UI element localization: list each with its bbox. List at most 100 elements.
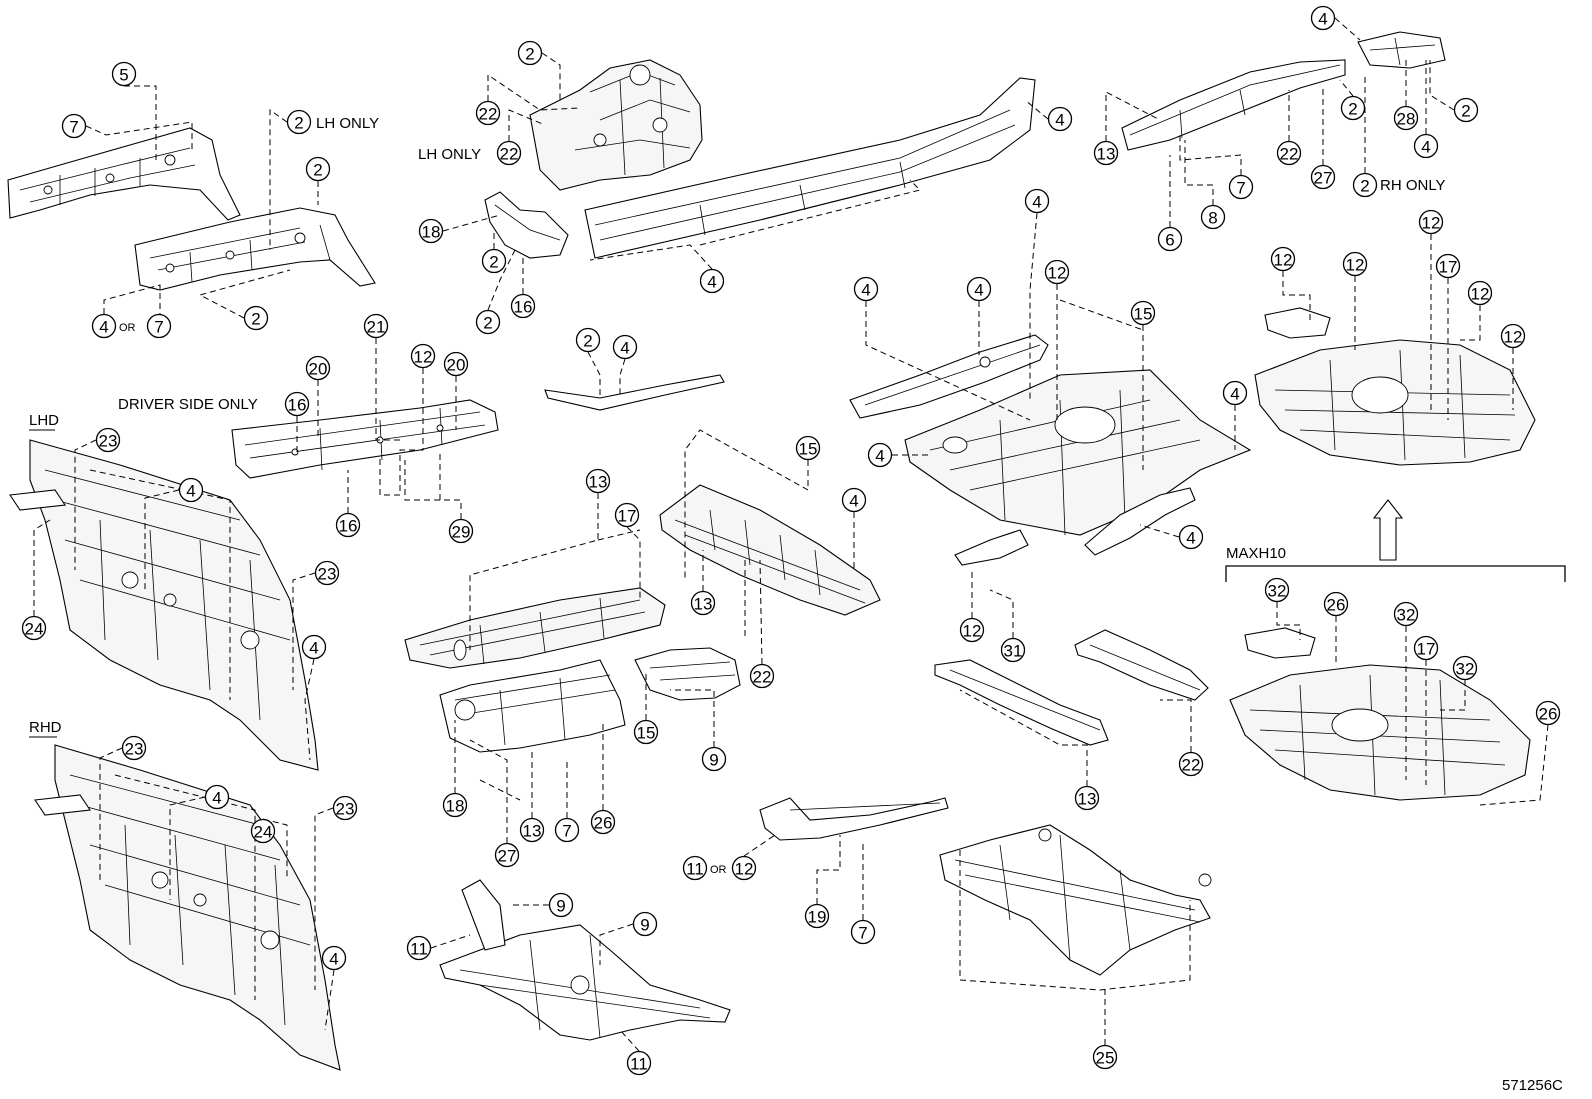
small-floor-bracket (954, 529, 1029, 566)
callout-2: 2 (481, 248, 507, 274)
front-side-member-extension (7, 127, 241, 221)
callout-12: 12 (731, 855, 757, 881)
callout-13: 13 (1093, 140, 1119, 166)
callout-9: 9 (632, 911, 658, 937)
callout-32: 32 (1452, 655, 1478, 681)
callout-label: 32 (1456, 660, 1475, 679)
callout-18: 18 (418, 218, 444, 244)
callout-26: 26 (1323, 591, 1349, 617)
callout-7: 7 (850, 919, 876, 945)
callout-20: 20 (443, 351, 469, 377)
callout-label: 12 (1346, 256, 1365, 275)
callout-7: 7 (554, 817, 580, 843)
callout-16: 16 (335, 512, 361, 538)
callout-label: 23 (318, 565, 337, 584)
callout-label: 15 (1134, 305, 1153, 324)
callout-4: 4 (853, 276, 879, 302)
callout-label: 5 (119, 66, 128, 85)
callout-12: 12 (1500, 323, 1526, 349)
callout-12: 12 (1044, 259, 1070, 285)
callout-label: 17 (1439, 258, 1458, 277)
label-lhd: LHD (29, 412, 59, 429)
callout-label: 11 (686, 860, 704, 879)
callout-18: 18 (442, 792, 468, 818)
callout-label: 11 (630, 1055, 648, 1074)
callout-2: 2 (1453, 97, 1479, 123)
callout-28: 28 (1393, 105, 1419, 131)
callout-label: 15 (799, 440, 818, 459)
callout-4: 4 (699, 268, 725, 294)
callout-23: 23 (332, 795, 358, 821)
callout-label: 4 (1032, 193, 1041, 212)
callout-label: 22 (479, 105, 498, 124)
callout-label: 11 (410, 940, 428, 959)
callout-2: 2 (243, 305, 269, 331)
callout-11: 11 (682, 855, 708, 881)
callout-label: 4 (849, 492, 858, 511)
callout-label: 28 (1397, 110, 1416, 129)
callout-13: 13 (519, 817, 545, 843)
callout-label: 2 (489, 253, 498, 272)
callout-21: 21 (363, 313, 389, 339)
callout-27: 27 (1310, 164, 1336, 190)
callout-label: 25 (1096, 1049, 1115, 1068)
callout-label: 4 (212, 789, 221, 808)
callout-label: 12 (1471, 285, 1490, 304)
note-lh-only-top: LH ONLY (316, 115, 379, 132)
callout-17: 17 (1435, 253, 1461, 279)
callout-4: 4 (1413, 133, 1439, 159)
callout-label: 7 (69, 118, 78, 137)
floor-side-brace (759, 797, 949, 841)
callout-label: 2 (1360, 177, 1369, 196)
callout-label: 9 (709, 751, 718, 770)
callout-7: 7 (146, 313, 172, 339)
rear-crossmember (934, 659, 1109, 746)
label-maxh10: MAXH10 (1226, 545, 1286, 562)
callout-label: 4 (707, 273, 716, 292)
callout-20: 20 (305, 355, 331, 381)
callout-13: 13 (690, 590, 716, 616)
callout-4: 4 (321, 945, 347, 971)
callout-13: 13 (1074, 785, 1100, 811)
callout-label: 13 (1078, 790, 1097, 809)
rear-suspension-member (939, 824, 1212, 976)
front-suspension-member (439, 879, 731, 1041)
rear-floor-pan-upper (1254, 339, 1536, 466)
note-driver-side-only: DRIVER SIDE ONLY (118, 396, 258, 413)
callout-label: 12 (414, 348, 433, 367)
callout-label: 26 (1539, 705, 1558, 724)
callout-label: 18 (422, 223, 441, 242)
callout-label: 22 (1280, 145, 1299, 164)
callout-label: 2 (525, 45, 534, 64)
callout-label: 2 (1461, 102, 1470, 121)
callout-7: 7 (61, 113, 87, 139)
callout-22: 22 (475, 100, 501, 126)
callout-2: 2 (575, 327, 601, 353)
callout-4: 4 (91, 313, 117, 339)
callout-4: 4 (612, 334, 638, 360)
callout-22: 22 (1178, 751, 1204, 777)
diagram-code: 571256C (1502, 1077, 1563, 1094)
callout-label: 23 (336, 800, 355, 819)
callout-label: 2 (313, 161, 322, 180)
label-rhd: RHD (29, 719, 62, 736)
front-side-member (134, 207, 376, 291)
callout-label: 4 (1055, 111, 1064, 130)
callout-label: 4 (861, 281, 870, 300)
callout-label: 13 (523, 822, 542, 841)
callout-label: 4 (309, 639, 318, 658)
callout-label: 4 (1421, 138, 1430, 157)
callout-label: 12 (1504, 328, 1523, 347)
callout-label: 19 (808, 908, 827, 927)
callout-4: 4 (1178, 524, 1204, 550)
callout-2: 2 (517, 40, 543, 66)
callout-12: 12 (1418, 209, 1444, 235)
rear-side-member (1121, 59, 1346, 151)
rear-floor-pan (904, 369, 1252, 536)
callout-label: 9 (556, 897, 565, 916)
callout-label: 32 (1397, 606, 1416, 625)
callout-label: 7 (1236, 179, 1245, 198)
callout-12: 12 (1270, 246, 1296, 272)
callout-4: 4 (966, 276, 992, 302)
callout-4: 4 (1047, 106, 1073, 132)
